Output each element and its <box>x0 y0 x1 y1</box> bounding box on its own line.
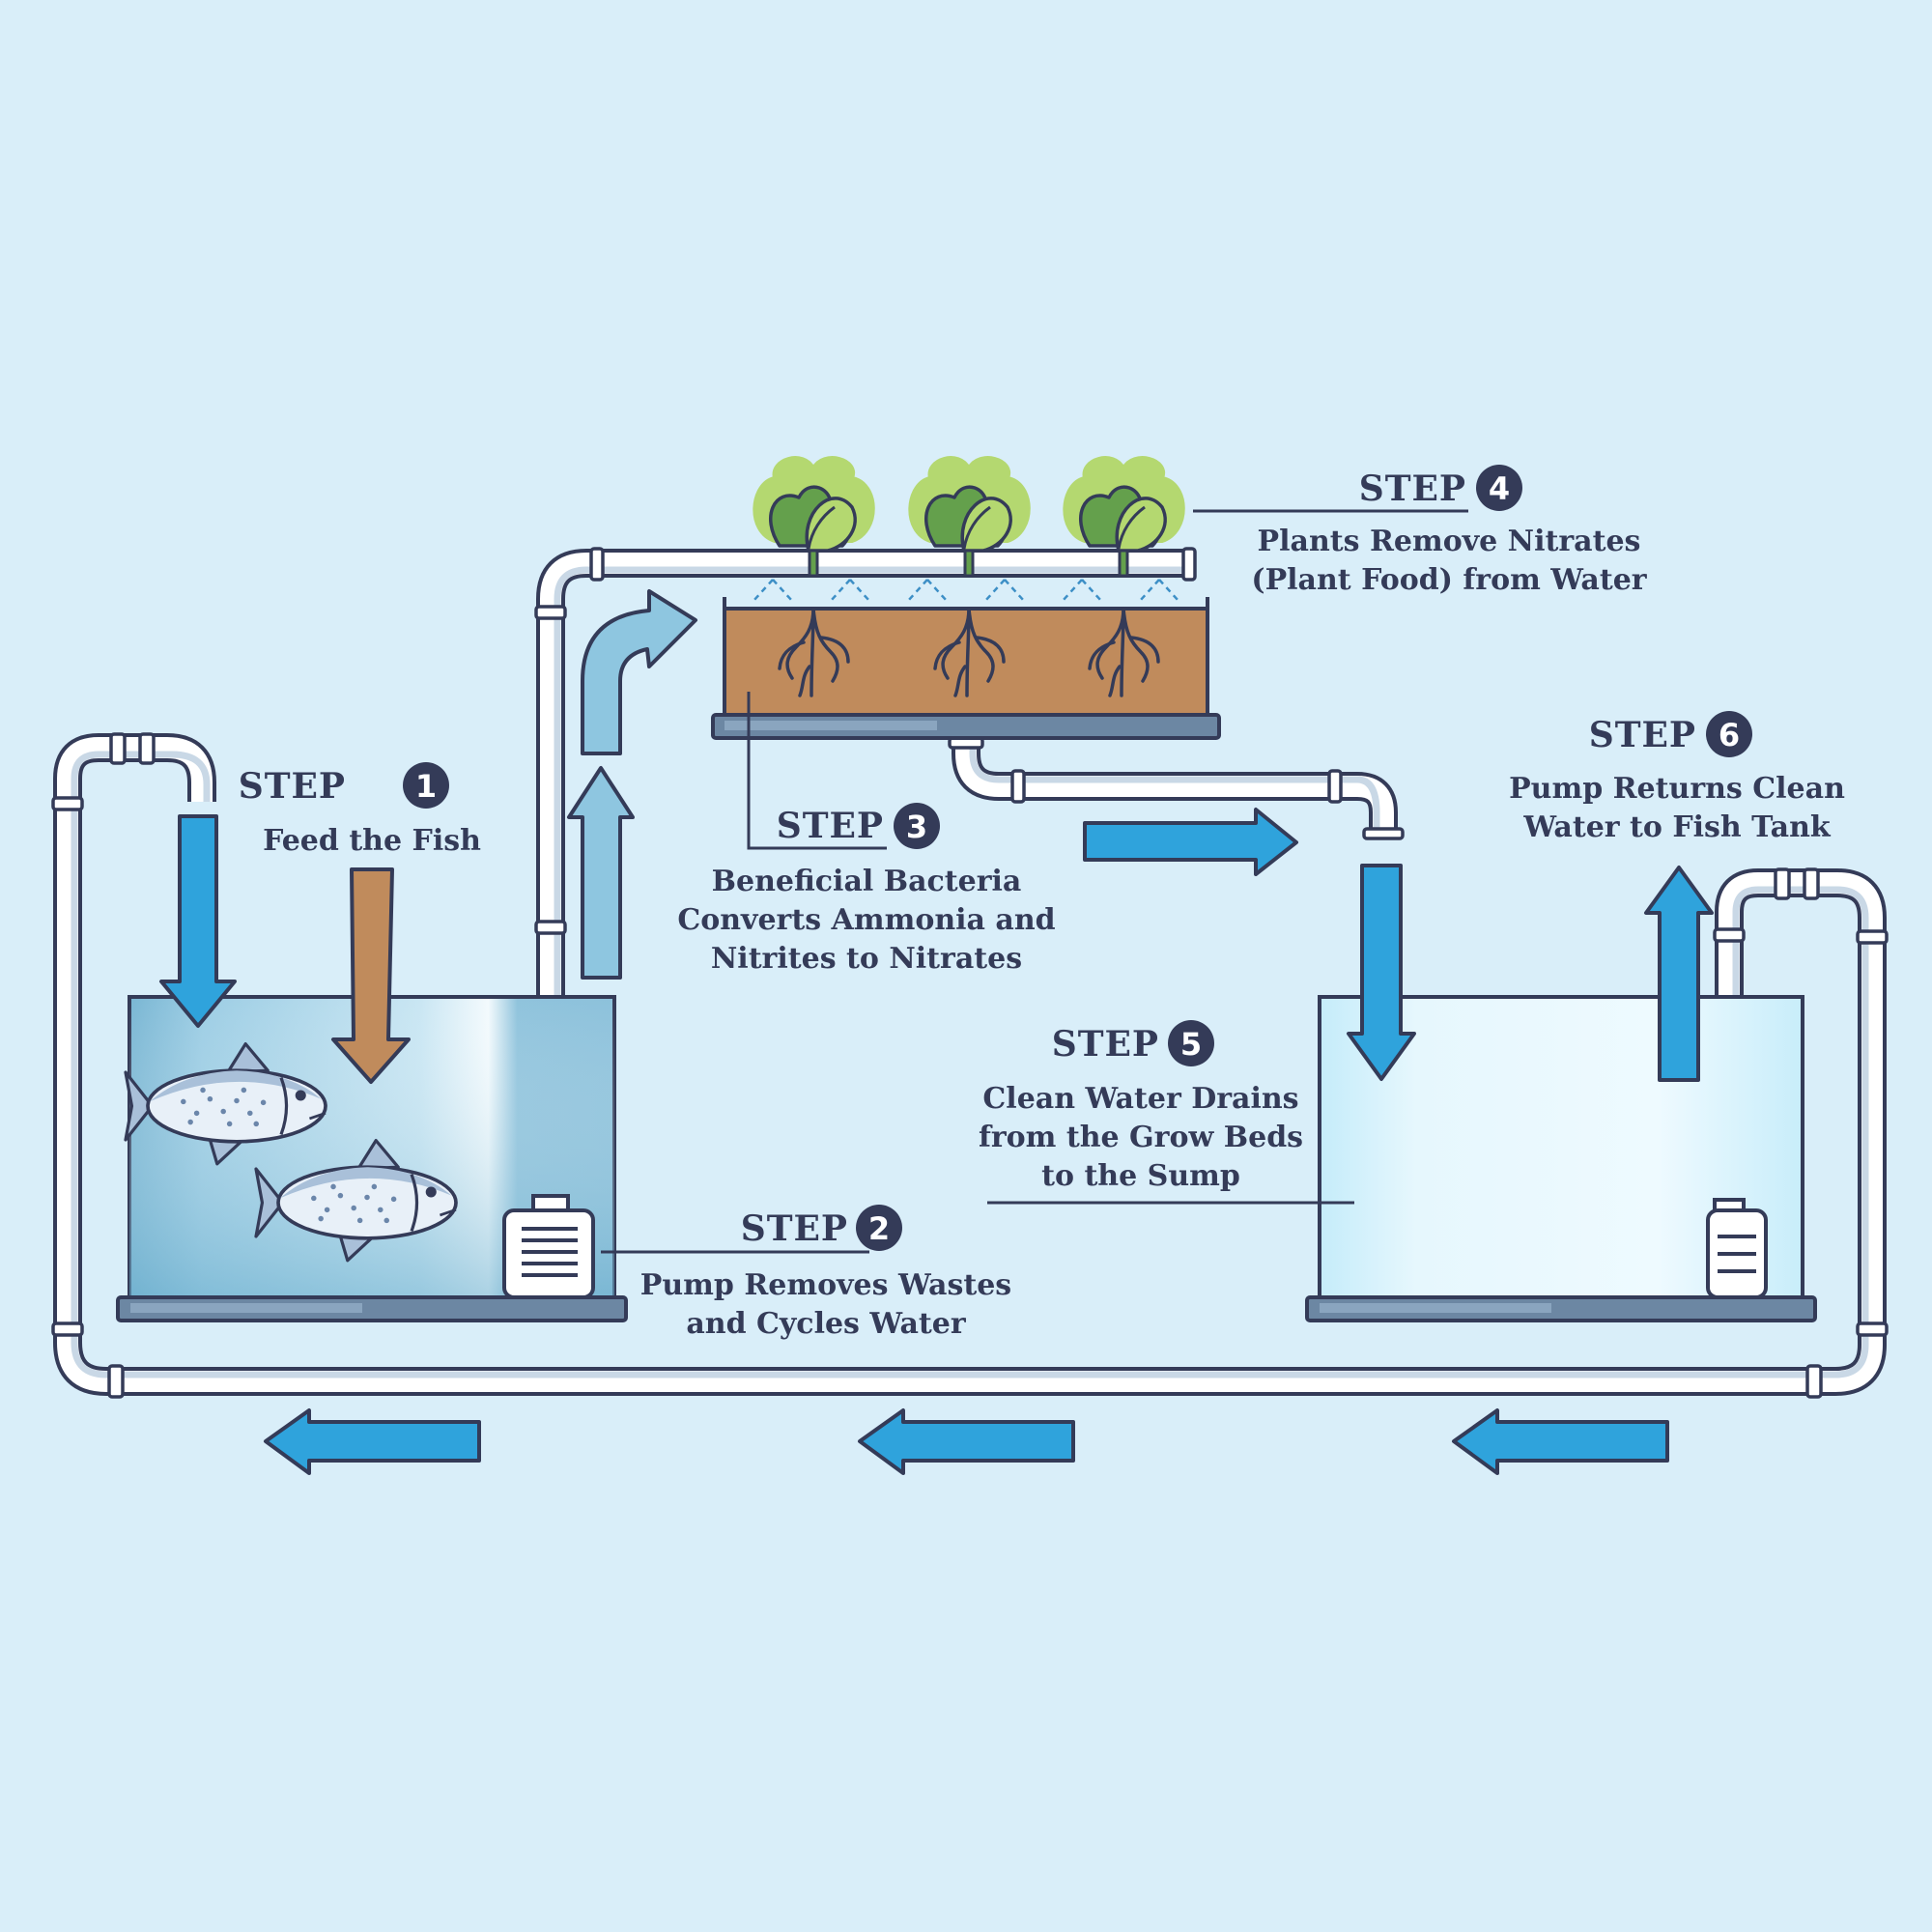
step-description-line: (Plant Food) from Water <box>1251 563 1647 597</box>
step-description-line: Converts Ammonia and <box>677 903 1055 937</box>
step-description-line: Beneficial Bacteria <box>712 865 1022 898</box>
return-left-arrow-icon <box>858 1408 1075 1475</box>
step-description-line: from the Grow Beds <box>979 1121 1303 1154</box>
step-number: 6 <box>1719 717 1740 753</box>
step-word: STEP <box>777 806 884 846</box>
step-word: STEP <box>1589 715 1696 755</box>
step-word: STEP <box>1052 1024 1159 1065</box>
step-number: 5 <box>1180 1026 1202 1063</box>
pipe-network <box>51 547 1889 1399</box>
step-description-line: Clean Water Drains <box>982 1082 1298 1116</box>
step-word: STEP <box>1359 469 1466 509</box>
inflow-down-arrow-icon <box>159 814 237 1028</box>
step-word: STEP <box>741 1208 848 1249</box>
step-number: 3 <box>906 809 927 845</box>
return-up-arrow-icon <box>1644 866 1714 1082</box>
step-description-line: and Cycles Water <box>686 1307 967 1341</box>
feed-down-arrow-icon <box>331 867 411 1084</box>
step-label-2: STEP 2 Pump Removes Wastes and Cycles Wa… <box>640 1205 1011 1341</box>
step-description-line: Water to Fish Tank <box>1522 810 1832 844</box>
step-number: 2 <box>868 1210 890 1247</box>
step-description-line: Plants Remove Nitrates <box>1258 525 1641 558</box>
step-label-5: STEP 5 Clean Water Drains from the Grow … <box>979 1020 1303 1193</box>
step-description-line: Nitrites to Nitrates <box>711 942 1022 976</box>
curved-up-right-arrow-icon <box>581 589 697 755</box>
return-left-arrow-icon <box>264 1408 481 1475</box>
step3-leader-line <box>747 692 887 850</box>
step-description-line: to the Sump <box>1041 1159 1240 1193</box>
step-number-badge <box>856 1205 902 1251</box>
leader-lines <box>601 509 1468 1254</box>
step-label-3: STEP 3 Beneficial Bacteria Converts Ammo… <box>677 803 1056 976</box>
step-number-badge <box>1476 465 1522 511</box>
step-number-badge <box>894 803 940 849</box>
return-left-arrow-icon <box>1452 1408 1669 1475</box>
step-number: 4 <box>1489 470 1510 507</box>
step-number-badge <box>403 762 449 809</box>
step-number: 1 <box>415 768 437 805</box>
step-label-6: STEP 6 Pump Returns Clean Water to Fish … <box>1509 711 1845 844</box>
drain-down-arrow-icon <box>1347 864 1416 1081</box>
step-number-badge <box>1168 1020 1214 1066</box>
step-number-badge <box>1706 711 1752 757</box>
step-description-line: Pump Removes Wastes <box>640 1268 1011 1302</box>
step-description-line: Feed the Fish <box>263 824 481 858</box>
step-word: STEP <box>239 766 346 807</box>
step-description-line: Pump Returns Clean <box>1509 772 1845 806</box>
drain-right-arrow-icon <box>1083 808 1298 876</box>
water-drip-icon <box>752 578 1180 603</box>
fish-tank-pump-icon <box>502 1194 595 1299</box>
pump-up-arrow-icon <box>567 766 635 980</box>
sump-pump-icon <box>1706 1198 1768 1299</box>
step-label-4: STEP 4 Plants Remove Nitrates (Plant Foo… <box>1251 465 1648 597</box>
flow-arrows <box>159 589 1714 1475</box>
step-label-1: STEP 1 Feed the Fish <box>239 762 481 858</box>
